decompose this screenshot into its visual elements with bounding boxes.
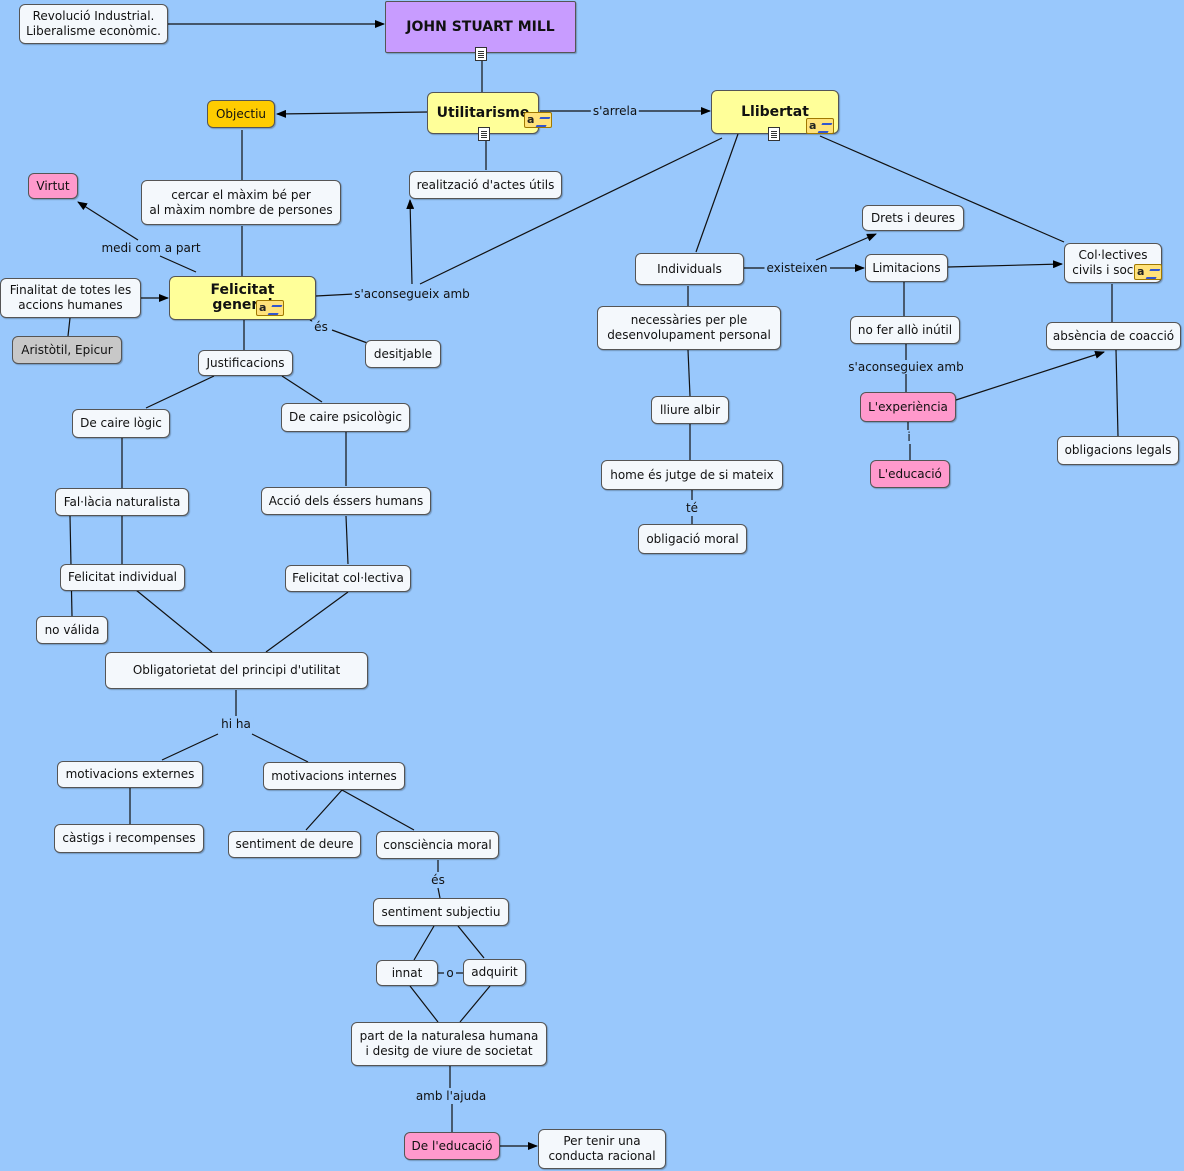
label-saconseguiex: s'aconseguiex amb [846, 360, 966, 374]
edge-adquirit-naturalesa [459, 985, 491, 1023]
node-aristotil[interactable]: Aristòtil, Epicur [12, 336, 122, 364]
node-felicitat-individual[interactable]: Felicitat individual [60, 564, 185, 591]
edge-utilitarisme-objectiu [276, 109, 429, 118]
edge-hiha-internes [251, 733, 309, 763]
edge-necessaries-lliure [687, 349, 691, 397]
node-innat[interactable]: innat [376, 960, 438, 986]
label-es-2: és [429, 873, 447, 887]
label-sarrela: s'arrela [590, 104, 640, 118]
edge-llibertat-collectives [819, 135, 1065, 243]
edge-existeixen-drets [815, 233, 877, 261]
document-icon[interactable] [478, 127, 490, 141]
edge-internes-deure [305, 789, 343, 831]
node-caire-logic[interactable]: De caire lògic [72, 409, 170, 438]
node-obligacio-moral[interactable]: obligació moral [638, 524, 747, 554]
edge-innat-naturalesa [409, 985, 439, 1023]
label-existeixen: existeixen [764, 261, 830, 275]
node-virtut[interactable]: Virtut [28, 173, 78, 199]
edge-felicitat-medi [159, 255, 197, 273]
edge-accio-collectiva [345, 515, 349, 565]
label-o: o [444, 966, 456, 980]
node-adquirit[interactable]: adquirit [463, 959, 526, 986]
node-castigs[interactable]: càstigs i recompenses [54, 824, 204, 853]
edge-subjectiu-innat [413, 925, 435, 961]
node-conducta[interactable]: Per tenir una conducta racional [538, 1129, 666, 1169]
label-amb-ajuda: amb l'ajuda [413, 1089, 489, 1103]
edge-medi-virtut [77, 201, 139, 241]
node-motivacions-externes[interactable]: motivacions externes [57, 761, 203, 788]
node-no-fer[interactable]: no fer allò inútil [850, 316, 960, 344]
edge-es-subjectiu [437, 887, 441, 899]
node-obligacions-legals[interactable]: obligacions legals [1057, 436, 1179, 465]
edge-absencia-obligacions [1115, 349, 1119, 437]
node-finalitat[interactable]: Finalitat de totes les accions humanes [0, 278, 141, 318]
label-hiha: hi ha [219, 717, 253, 731]
label-i: i [905, 430, 913, 444]
edge-individual-obligatorietat [135, 589, 213, 653]
label-te: té [683, 501, 701, 515]
node-cercar[interactable]: cercar el màxim bé per al màxim nombre d… [141, 180, 341, 225]
edge-es-desitjable [331, 329, 371, 345]
edge-finalitat-aristotil [67, 317, 71, 337]
node-falacia[interactable]: Fal·làcia naturalista [55, 488, 189, 516]
node-justificacions[interactable]: Justificacions [198, 350, 293, 376]
edge-llibertat-individuals [695, 133, 739, 253]
edge-limitacions-collectives [947, 260, 1063, 269]
node-desitjable[interactable]: desitjable [365, 340, 441, 368]
edge-saconsegueix-llibertat [419, 137, 723, 285]
node-drets-deures[interactable]: Drets i deures [862, 205, 964, 231]
node-obligatorietat[interactable]: Obligatorietat del principi d'utilitat [105, 652, 368, 689]
node-revolucio[interactable]: Revolució Industrial. Liberalisme econòm… [19, 4, 168, 44]
node-de-educacio[interactable]: De l'educació [404, 1132, 500, 1160]
edge-internes-consciencia [341, 789, 415, 831]
edge-experiencia-absencia [955, 350, 1105, 401]
node-naturalesa[interactable]: part de la naturalesa humana i desitg de… [351, 1022, 547, 1066]
node-no-valida[interactable]: no válida [36, 616, 108, 644]
node-realitzacio[interactable]: realització d'actes útils [409, 171, 562, 199]
edge-justificacions-logic [145, 375, 215, 409]
note-icon[interactable]: a [524, 112, 552, 128]
node-home-jutge[interactable]: home és jutge de si mateix [601, 460, 783, 490]
document-icon[interactable] [768, 127, 780, 141]
node-motivacions-internes[interactable]: motivacions internes [263, 762, 405, 790]
node-absencia[interactable]: absència de coacció [1046, 322, 1181, 350]
label-es: és [312, 320, 330, 334]
node-limitacions[interactable]: Limitacions [865, 254, 948, 282]
node-lliure-albir[interactable]: lliure albir [651, 396, 729, 424]
edge-hiha-externes [161, 733, 219, 761]
node-individuals[interactable]: Individuals [635, 253, 744, 285]
node-consciencia[interactable]: consciència moral [376, 831, 499, 859]
edge-felicitat-saconsegueix [315, 293, 355, 297]
note-icon[interactable]: a [1134, 264, 1162, 280]
label-saconsegueix: s'aconsegueix amb [352, 287, 472, 301]
node-objectiu[interactable]: Objectiu [207, 100, 275, 128]
node-sentiment-subjectiu[interactable]: sentiment subjectiu [373, 898, 509, 926]
node-experiencia[interactable]: L'experiència [860, 392, 956, 422]
node-necessaries[interactable]: necessàries per ple desenvolupament pers… [597, 306, 781, 350]
document-icon[interactable] [475, 47, 487, 61]
node-felicitat-general[interactable]: Felicitat general [169, 276, 316, 320]
node-educacio[interactable]: L'educació [870, 460, 950, 488]
node-sentiment-deure[interactable]: sentiment de deure [228, 831, 361, 858]
note-icon[interactable]: a [256, 300, 284, 316]
node-accio[interactable]: Acció dels éssers humans [261, 487, 431, 515]
edge-saconsegueix-realitzacio [406, 199, 415, 285]
edge-subjectiu-adquirit [457, 925, 485, 959]
label-medi: medi com a part [99, 241, 203, 255]
edge-justificacions-psicologic [281, 375, 323, 403]
node-john-stuart-mill[interactable]: JOHN STUART MILL [385, 1, 576, 53]
edge-collectiva-obligatorietat [265, 591, 349, 653]
node-felicitat-collectiva[interactable]: Felicitat col·lectiva [285, 565, 411, 592]
node-caire-psicologic[interactable]: De caire psicològic [281, 403, 410, 432]
note-icon[interactable]: a [806, 118, 834, 134]
